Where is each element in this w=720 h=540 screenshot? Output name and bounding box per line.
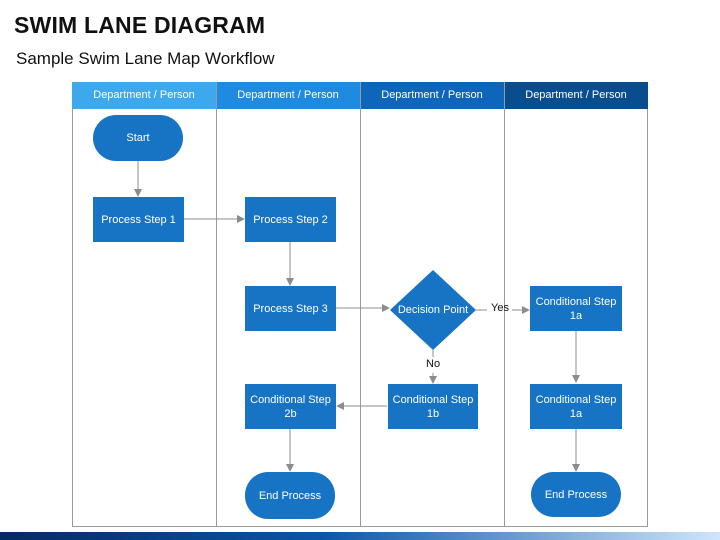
lane-divider-3 — [504, 82, 505, 527]
page-title: SWIM LANE DIAGRAM — [14, 12, 266, 38]
process-step-2-node: Process Step 2 — [245, 197, 336, 242]
lane-divider-2 — [360, 82, 361, 527]
conditional-step-1b-node: Conditional Step 1b — [388, 384, 478, 429]
end-process-left-node: End Process — [245, 472, 335, 519]
end-process-right-node: End Process — [531, 472, 621, 517]
lane-header-3: Department / Person — [360, 82, 504, 109]
yes-edge-label: Yes — [491, 302, 509, 314]
lane-header-4: Department / Person — [504, 82, 648, 109]
lane-header-1: Department / Person — [72, 82, 216, 109]
start-node: Start — [93, 115, 183, 161]
decision-point-node: Decision Point — [390, 270, 476, 350]
conditional-step-2b-node: Conditional Step 2b — [245, 384, 336, 429]
decision-point-label: Decision Point — [397, 304, 469, 316]
no-edge-label: No — [426, 358, 441, 370]
conditional-step-1a-bottom-node: Conditional Step 1a — [530, 384, 622, 429]
footer-gradient-bar — [0, 532, 720, 540]
conditional-step-1a-top-node: Conditional Step 1a — [530, 286, 622, 331]
page-subtitle: Sample Swim Lane Map Workflow — [16, 49, 275, 68]
process-step-1-node: Process Step 1 — [93, 197, 184, 242]
lane-header-2: Department / Person — [216, 82, 360, 109]
process-step-3-node: Process Step 3 — [245, 286, 336, 331]
lane-divider-1 — [216, 82, 217, 527]
decision-diamond-shape — [390, 270, 476, 350]
